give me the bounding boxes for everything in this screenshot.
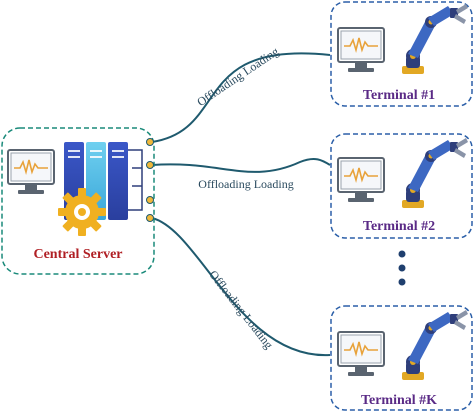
- ellipsis-dots: [398, 250, 406, 286]
- link-curve-3: [151, 217, 331, 357]
- terminal-label-2: Terminal #2: [363, 219, 435, 234]
- server-label: Central Server: [33, 247, 122, 262]
- gear-icon: [58, 188, 106, 236]
- terminal-label-k: Terminal #K: [361, 393, 437, 408]
- connector-dot: [146, 138, 154, 146]
- connector-dot: [146, 161, 154, 169]
- link-label-2: Offloading Loading: [198, 177, 293, 191]
- link-curve-2: [151, 157, 331, 173]
- connector-dot: [146, 196, 154, 204]
- link-label-3: Offloading Loading: [206, 268, 276, 352]
- link-curve-1: [151, 52, 331, 143]
- connector-dot: [146, 214, 154, 222]
- link-label-1: Offloading Loading: [194, 44, 281, 109]
- terminal-label-1: Terminal #1: [363, 88, 435, 103]
